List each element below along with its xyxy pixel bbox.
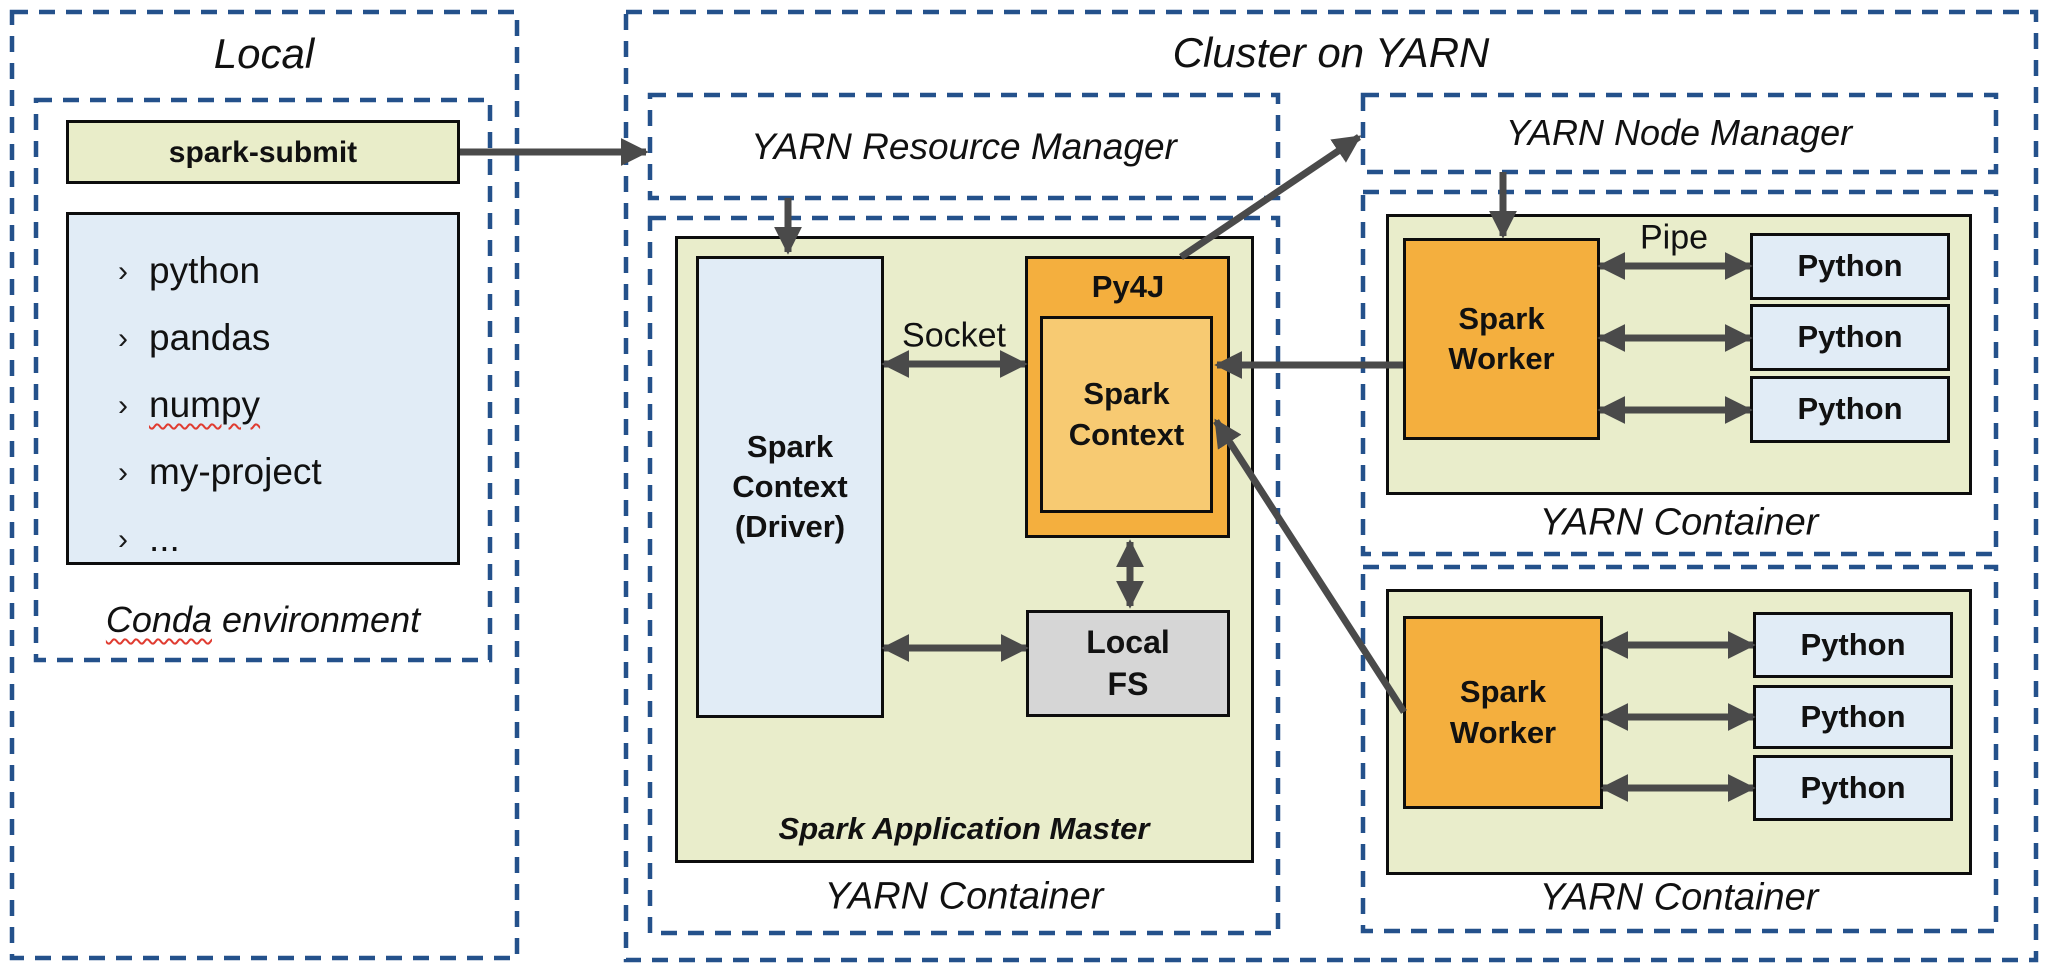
python-process-box: Python bbox=[1753, 755, 1953, 821]
spark-worker-box-2: Spark Worker bbox=[1403, 616, 1603, 809]
python-process-box: Python bbox=[1750, 304, 1950, 371]
python-process-box: Python bbox=[1753, 612, 1953, 678]
spark-context-driver-box: Spark Context (Driver) bbox=[696, 256, 884, 718]
package-name: pandas bbox=[149, 316, 271, 358]
resource-manager-label: YARN Resource Manager bbox=[751, 126, 1177, 167]
package-name: my-project bbox=[149, 450, 322, 492]
list-item: › pandas bbox=[97, 316, 270, 360]
package-name: numpy bbox=[149, 383, 261, 425]
socket-label: Socket bbox=[902, 316, 1006, 355]
python-process-box: Python bbox=[1750, 233, 1950, 300]
cluster-region-title: Cluster on YARN bbox=[1172, 29, 1490, 76]
spark-worker-box-1: Spark Worker bbox=[1403, 238, 1600, 440]
list-item: › python bbox=[97, 249, 260, 293]
package-name: ... bbox=[149, 517, 180, 559]
chevron-bullet-icon: › bbox=[118, 455, 128, 489]
python-process-box: Python bbox=[1750, 376, 1950, 443]
package-name: python bbox=[149, 249, 261, 291]
list-item: › my-project bbox=[97, 450, 322, 494]
chevron-bullet-icon: › bbox=[118, 522, 128, 556]
chevron-bullet-icon: › bbox=[118, 254, 128, 288]
py4j-label: Py4J bbox=[1091, 269, 1165, 304]
environment-word: environment bbox=[222, 599, 421, 640]
python-process-box: Python bbox=[1753, 685, 1953, 749]
pipe-label: Pipe bbox=[1639, 218, 1709, 257]
spark-application-master-caption: Spark Application Master bbox=[778, 811, 1150, 846]
conda-package-list: › python › pandas › numpy › my-project ›… bbox=[66, 212, 460, 565]
chevron-bullet-icon: › bbox=[118, 321, 128, 355]
conda-word: Conda bbox=[105, 599, 212, 640]
spark-submit-box: spark-submit bbox=[66, 120, 460, 184]
yarn-container-caption-center: YARN Container bbox=[824, 875, 1104, 918]
yarn-container-caption-right1: YARN Container bbox=[1539, 501, 1819, 544]
conda-environment-caption: Conda environment bbox=[106, 599, 420, 641]
chevron-bullet-icon: › bbox=[118, 388, 128, 422]
list-item: › ... bbox=[97, 517, 180, 561]
node-manager-label: YARN Node Manager bbox=[1505, 112, 1853, 153]
list-item: › numpy bbox=[97, 383, 260, 427]
yarn-container-caption-right2: YARN Container bbox=[1539, 876, 1819, 919]
local-region-title: Local bbox=[213, 30, 315, 77]
local-fs-box: Local FS bbox=[1026, 610, 1230, 717]
spark-context-box: Spark Context bbox=[1040, 316, 1213, 513]
